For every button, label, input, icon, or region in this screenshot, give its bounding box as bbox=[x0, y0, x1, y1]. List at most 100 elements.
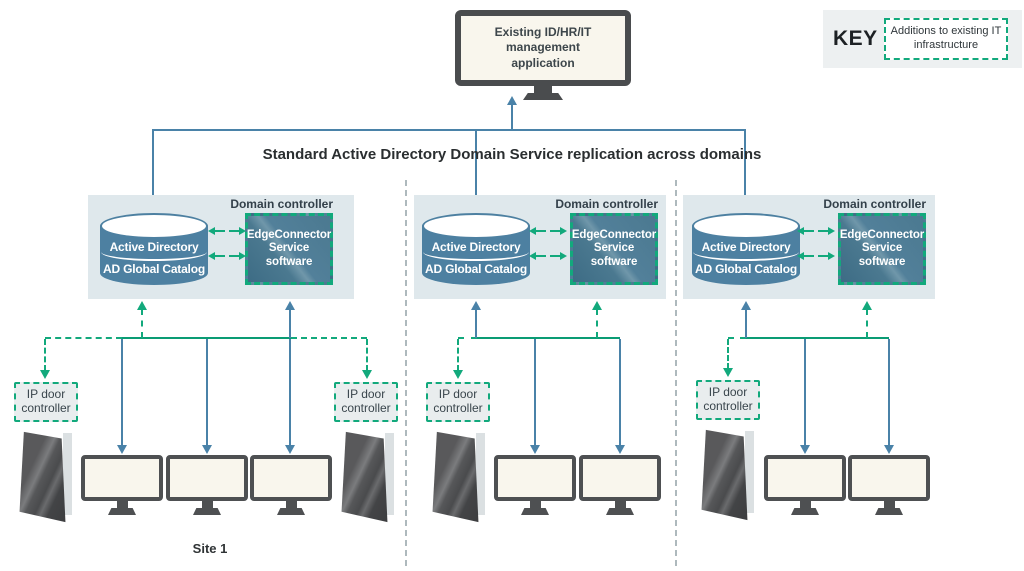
monitor-screen bbox=[81, 455, 163, 501]
arrow-to-door-controller bbox=[362, 339, 372, 379]
arrow-to-edgeconnector bbox=[285, 301, 295, 338]
sync-arrow-right bbox=[229, 227, 246, 235]
workstation-monitor bbox=[764, 455, 846, 515]
edgeconnector-box-1: EdgeConnector Service software bbox=[245, 213, 333, 285]
monitor-stand-base bbox=[193, 508, 221, 515]
monitor-stand-base bbox=[606, 508, 634, 515]
door-slab bbox=[432, 431, 479, 523]
site-separator-2 bbox=[675, 180, 677, 566]
monitor-stand-neck bbox=[201, 501, 213, 508]
door-jamb bbox=[476, 433, 485, 515]
ad-global-catalog-label: AD Global Catalog bbox=[695, 262, 797, 276]
arrow-to-active-directory bbox=[471, 301, 481, 338]
sync-arrow-left bbox=[797, 227, 814, 235]
management-app-label: Existing ID/HR/IT management application bbox=[494, 24, 592, 70]
active-directory-cylinder-3: Active Directory AD Global Catalog bbox=[692, 213, 800, 285]
monitor-stand-neck bbox=[799, 501, 811, 508]
door bbox=[19, 430, 73, 525]
management-app-monitor: Existing ID/HR/IT management application bbox=[455, 10, 631, 100]
monitor-stand-base bbox=[521, 508, 549, 515]
door-network-line bbox=[291, 337, 367, 339]
cylinder-top bbox=[100, 213, 208, 239]
workstation-monitor bbox=[579, 455, 661, 515]
arrow-to-door-controller bbox=[723, 339, 733, 377]
arrow-to-workstation bbox=[800, 339, 810, 454]
ip-door-controller: IP door controller bbox=[334, 382, 398, 422]
arrow-to-workstation bbox=[615, 339, 625, 454]
arrow-to-cylinder-1 bbox=[148, 129, 158, 210]
sync-arrow-right bbox=[818, 252, 835, 260]
monitor-screen bbox=[166, 455, 248, 501]
sync-arrow-right bbox=[818, 227, 835, 235]
arrow-to-door-controller bbox=[40, 339, 50, 379]
arrow-to-active-directory bbox=[137, 301, 147, 338]
workstation-monitor bbox=[81, 455, 163, 515]
site-network-line bbox=[122, 337, 291, 339]
ad-global-catalog-label: AD Global Catalog bbox=[103, 262, 205, 276]
key-title: KEY bbox=[833, 27, 878, 50]
sync-arrow-left bbox=[529, 252, 546, 260]
site-1-label: Site 1 bbox=[192, 541, 228, 556]
door bbox=[341, 430, 395, 525]
workstation-monitor bbox=[250, 455, 332, 515]
door-network-line bbox=[458, 337, 477, 339]
sync-arrow-right bbox=[229, 252, 246, 260]
domain-controller-label: Domain controller bbox=[823, 197, 926, 211]
monitor-stand-base bbox=[277, 508, 305, 515]
workstation-monitor bbox=[848, 455, 930, 515]
door-jamb bbox=[63, 433, 72, 515]
door-jamb bbox=[385, 433, 394, 515]
domain-controller-label: Domain controller bbox=[230, 197, 333, 211]
monitor-stand-base bbox=[875, 508, 903, 515]
monitor-stand-base bbox=[523, 93, 563, 100]
arrow-to-management-app bbox=[507, 96, 517, 130]
ad-global-catalog-label: AD Global Catalog bbox=[425, 262, 527, 276]
key-legend-box: Additions to existing IT infrastructure bbox=[884, 18, 1008, 60]
site-network-line bbox=[477, 337, 620, 339]
workstation-monitor bbox=[166, 455, 248, 515]
monitor-screen: Existing ID/HR/IT management application bbox=[455, 10, 631, 86]
sync-arrow-left bbox=[529, 227, 546, 235]
arrow-to-workstation bbox=[884, 339, 894, 454]
door-slab bbox=[341, 431, 388, 523]
monitor-stand-neck bbox=[614, 501, 626, 508]
cylinder-top bbox=[422, 213, 530, 239]
arrow-to-workstation bbox=[202, 339, 212, 454]
monitor-stand-neck bbox=[116, 501, 128, 508]
monitor-screen bbox=[250, 455, 332, 501]
active-directory-cylinder-2: Active Directory AD Global Catalog bbox=[422, 213, 530, 285]
monitor-screen bbox=[848, 455, 930, 501]
replication-bus-line bbox=[153, 129, 746, 131]
arrow-to-workstation bbox=[285, 339, 295, 454]
cylinder-top bbox=[692, 213, 800, 239]
workstation-monitor bbox=[494, 455, 576, 515]
door-network-line bbox=[728, 337, 746, 339]
diagram-title: Standard Active Directory Domain Service… bbox=[262, 146, 762, 163]
arrow-to-workstation bbox=[117, 339, 127, 454]
site-network-line bbox=[746, 337, 889, 339]
sync-arrow-right bbox=[550, 252, 567, 260]
cylinder-divider bbox=[693, 243, 799, 261]
ip-door-controller: IP door controller bbox=[696, 380, 760, 420]
ip-door-controller: IP door controller bbox=[14, 382, 78, 422]
arrow-to-edgeconnector bbox=[862, 301, 872, 338]
monitor-screen bbox=[579, 455, 661, 501]
sync-arrow-left bbox=[208, 252, 225, 260]
monitor-screen bbox=[494, 455, 576, 501]
active-directory-cylinder-1: Active Directory AD Global Catalog bbox=[100, 213, 208, 285]
door-jamb bbox=[745, 431, 754, 513]
door bbox=[701, 428, 755, 523]
key-panel: KEY Additions to existing IT infrastruct… bbox=[823, 10, 1022, 68]
arrow-to-door-controller bbox=[453, 339, 463, 379]
sync-arrow-right bbox=[550, 227, 567, 235]
arrow-to-cylinder-3 bbox=[740, 129, 750, 210]
domain-controller-label: Domain controller bbox=[555, 197, 658, 211]
arrow-to-workstation bbox=[530, 339, 540, 454]
monitor-stand-neck bbox=[285, 501, 297, 508]
monitor-stand-base bbox=[791, 508, 819, 515]
edgeconnector-box-2: EdgeConnector Service software bbox=[570, 213, 658, 285]
cylinder-divider bbox=[423, 243, 529, 261]
sync-arrow-left bbox=[797, 252, 814, 260]
door-slab bbox=[19, 431, 66, 523]
